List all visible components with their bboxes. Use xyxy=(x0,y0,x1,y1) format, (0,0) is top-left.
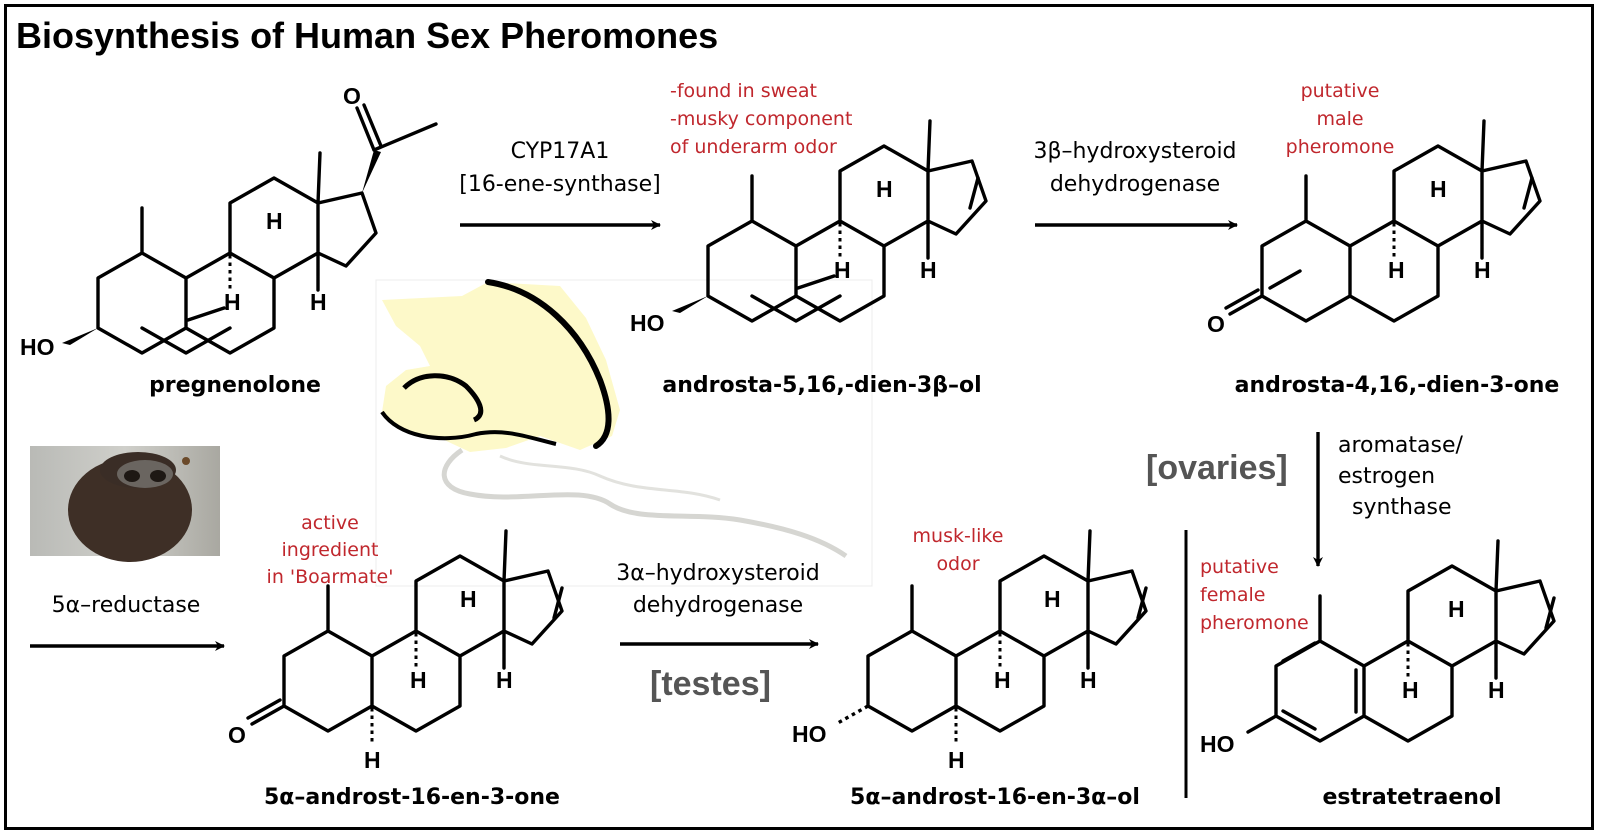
atom-hydroxyl: HO xyxy=(792,721,827,747)
note-male-2: male xyxy=(1316,108,1363,130)
compound-name-androstenol: 5α–androst-16-en-3α–ol xyxy=(850,785,1140,810)
estratetraenol-structure: HO H H H xyxy=(1200,539,1556,757)
diagram-title: Biosynthesis of Human Sex Pheromones xyxy=(16,15,718,56)
atom-hydroxyl: HO xyxy=(20,334,55,360)
note-boar-3: in 'Boarmate' xyxy=(267,566,394,588)
atom-hydrogen: H xyxy=(1430,176,1447,202)
note-female-1: putative xyxy=(1200,556,1279,578)
nose-illustration xyxy=(375,279,873,587)
atom-hydrogen: H xyxy=(920,257,937,283)
atom-hydrogen: H xyxy=(460,586,477,612)
note-male-3: pheromone xyxy=(1286,136,1395,158)
compound-name-estratetraenol: estratetraenol xyxy=(1322,785,1501,810)
site-ovaries: [ovaries] xyxy=(1146,449,1288,487)
diagram-frame xyxy=(4,4,1594,830)
note-sweat-1: -found in sweat xyxy=(670,80,817,102)
atom-hydrogen: H xyxy=(1044,586,1061,612)
androstenol-structure: HO H H H H xyxy=(792,529,1148,773)
note-female-2: female xyxy=(1200,584,1266,606)
atom-hydrogen: H xyxy=(224,289,241,315)
site-testes: [testes] xyxy=(650,665,771,703)
atom-hydroxyl: HO xyxy=(630,310,665,336)
note-sweat-3: of underarm odor xyxy=(670,136,837,158)
atom-oxygen: O xyxy=(228,722,246,748)
dog-nose-photo xyxy=(30,446,220,562)
atom-hydrogen: H xyxy=(266,208,283,234)
atom-hydrogen: H xyxy=(364,747,381,773)
atom-oxygen: O xyxy=(1207,311,1225,337)
note-male-1: putative xyxy=(1301,80,1380,102)
compound-name-androstadienol: androsta-5,16,-dien-3β–ol xyxy=(662,373,981,398)
compound-name-androstadienone: androsta-4,16,-dien-3-one xyxy=(1235,373,1560,398)
note-musk-2: odor xyxy=(936,553,979,575)
atom-hydrogen: H xyxy=(1474,257,1491,283)
atom-hydrogen: H xyxy=(410,667,427,693)
atom-hydrogen: H xyxy=(310,289,327,315)
atom-oxygen: O xyxy=(343,83,361,109)
enzyme-5alpha-reductase-label: 5α–reductase xyxy=(52,593,201,618)
atom-hydrogen: H xyxy=(994,667,1011,693)
compound-name-pregnenolone: pregnenolone xyxy=(149,373,321,398)
note-boar-1: active xyxy=(301,512,359,534)
enzyme-3alpha-hsd-label: 3α–hydroxysteroid xyxy=(616,561,820,586)
enzyme-aromatase-label-3: synthase xyxy=(1352,495,1451,520)
atom-hydrogen: H xyxy=(948,747,965,773)
atom-hydrogen: H xyxy=(834,257,851,283)
atom-hydrogen: H xyxy=(496,667,513,693)
note-sweat-2: -musky component xyxy=(670,108,852,130)
note-female-3: pheromone xyxy=(1200,612,1309,634)
atom-hydrogen: H xyxy=(1080,667,1097,693)
note-boar-2: ingredient xyxy=(282,539,379,561)
atom-hydrogen: H xyxy=(1388,257,1405,283)
enzyme-3alpha-hsd-label-2: dehydrogenase xyxy=(633,593,803,618)
atom-hydrogen: H xyxy=(1402,677,1419,703)
androstadienone-structure: O H H H xyxy=(1207,119,1542,337)
atom-hydrogen: H xyxy=(1488,677,1505,703)
enzyme-cyp17a1-label: CYP17A1 xyxy=(511,139,610,164)
enzyme-aromatase-label: aromatase/ xyxy=(1338,433,1464,458)
atom-hydrogen: H xyxy=(1448,596,1465,622)
enzyme-16-ene-synthase-label: [16-ene-synthase] xyxy=(459,172,661,197)
androstadienol-structure: H H H HO xyxy=(630,119,988,336)
pregnenolone-structure: O H H H HO xyxy=(20,83,438,360)
enzyme-3beta-hsd-label-2: dehydrogenase xyxy=(1050,172,1220,197)
enzyme-3beta-hsd-label: 3β–hydroxysteroid xyxy=(1033,139,1236,164)
note-musk-1: musk-like xyxy=(913,525,1004,547)
compound-name-androstenone: 5α–androst-16-en-3-one xyxy=(264,785,560,810)
atom-hydroxyl: HO xyxy=(1200,731,1235,757)
atom-hydrogen: H xyxy=(876,176,893,202)
enzyme-aromatase-label-2: estrogen xyxy=(1338,464,1435,489)
androstenone-structure: O H H H H xyxy=(228,529,564,773)
